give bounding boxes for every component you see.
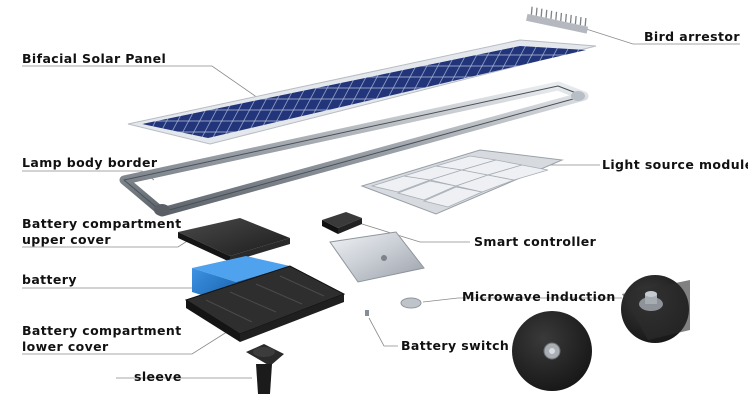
label-battery-compartment-upper-cover: Battery compartment upper cover bbox=[22, 216, 182, 248]
label-bifacial-solar-panel: Bifacial Solar Panel bbox=[22, 51, 166, 67]
label-lower-cover-line-1: Battery compartment bbox=[22, 323, 182, 339]
sleeve-part bbox=[246, 344, 284, 394]
label-smart-controller: Smart controller bbox=[474, 234, 596, 250]
microwave-zoom-circle bbox=[621, 275, 690, 343]
label-battery: battery bbox=[22, 272, 77, 288]
microwave-sensor-part bbox=[401, 298, 421, 308]
label-microwave-induction: Microwave induction bbox=[462, 289, 616, 305]
leader-battery-switch bbox=[369, 318, 398, 346]
label-sleeve: sleeve bbox=[134, 369, 182, 385]
bird-arrestor-part bbox=[526, 7, 588, 34]
light-source-part bbox=[362, 150, 562, 214]
smart-controller-part bbox=[322, 212, 362, 234]
label-battery-compartment-lower-cover: Battery compartment lower cover bbox=[22, 323, 182, 355]
label-light-source-module: Light source module bbox=[602, 157, 748, 173]
bracket-plate-part bbox=[330, 232, 424, 282]
leader-solar-panel bbox=[22, 66, 258, 98]
upper-cover-part bbox=[178, 218, 290, 262]
battery-switch-part bbox=[365, 310, 369, 316]
battery-switch-zoom-circle bbox=[512, 311, 592, 391]
label-battery-switch: Battery switch bbox=[401, 338, 509, 354]
label-upper-cover-line-1: Battery compartment bbox=[22, 216, 182, 232]
label-lamp-body-border: Lamp body border bbox=[22, 155, 157, 171]
label-upper-cover-line-2: upper cover bbox=[22, 232, 182, 248]
label-lower-cover-line-2: lower cover bbox=[22, 339, 182, 355]
label-bird-arrestor: Bird arrestor bbox=[644, 29, 740, 45]
